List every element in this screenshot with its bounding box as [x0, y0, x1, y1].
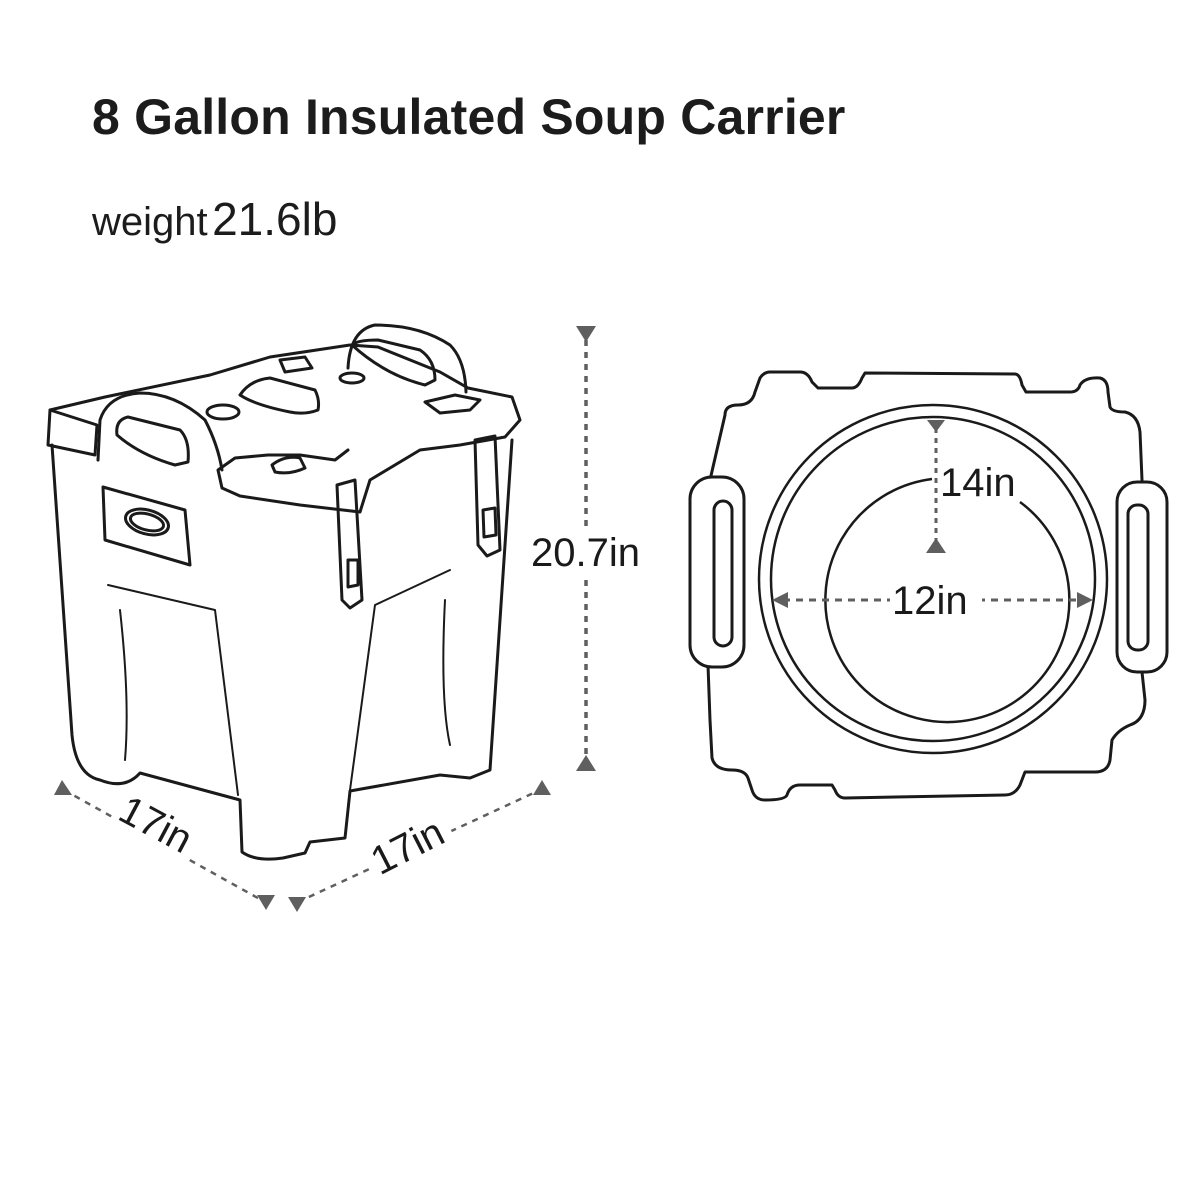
- carrier-lid: [48, 343, 522, 514]
- lid-front-slot: [270, 455, 307, 475]
- top-left-handle-slot: [712, 499, 734, 648]
- top-right-handle: [1115, 480, 1169, 674]
- arrow-down-icon: [288, 897, 306, 912]
- side-panel-right-edge: [442, 599, 451, 746]
- arrow-up-icon: [926, 538, 946, 553]
- arrow-left-icon: [54, 780, 72, 795]
- right-handle-grip: [350, 338, 437, 387]
- top-right-handle-slot: [1126, 503, 1150, 652]
- latch-left-clip: [346, 558, 360, 589]
- height-dimension: 20.7in: [528, 326, 666, 771]
- carrier-top-view: [688, 370, 1169, 802]
- right-handle: [346, 323, 468, 394]
- latch-right-clip: [481, 506, 498, 539]
- latch-left: [335, 478, 364, 610]
- inner-opening: [824, 477, 1071, 724]
- top-left-handle: [688, 475, 746, 669]
- carrier-side-view: [46, 323, 522, 861]
- arrow-down-icon: [257, 895, 275, 910]
- width-dimension: 17in: [288, 780, 551, 912]
- height-label: 20.7in: [531, 531, 640, 575]
- weight-value: 21.6lb: [212, 193, 338, 245]
- left-handle: [96, 391, 224, 472]
- top-view-outline: [706, 370, 1147, 802]
- front-logo: [124, 507, 170, 537]
- outer-rim: [757, 403, 1109, 755]
- lid-right-slot: [423, 393, 482, 415]
- arrow-left-icon: [772, 592, 788, 608]
- radius-label: 14in: [940, 461, 1016, 505]
- diameter-label: 12in: [892, 579, 968, 623]
- arrow-down-icon: [576, 326, 596, 342]
- front-label-plate: [101, 485, 192, 567]
- diameter-dimension: 12in: [772, 577, 1093, 623]
- weight-spec: weight 21.6lb: [92, 192, 337, 246]
- lid-pour-opening: [238, 376, 321, 415]
- side-panel-right: [349, 569, 451, 791]
- side-panel-left-edge: [119, 609, 128, 761]
- arrow-right-icon: [1077, 592, 1093, 608]
- latch-right: [473, 434, 502, 558]
- front-logo-inner: [128, 511, 166, 533]
- page-title: 8 Gallon Insulated Soup Carrier: [92, 89, 846, 145]
- lid-label-plate: [278, 355, 314, 374]
- lid-vent-1: [205, 403, 241, 421]
- inner-rim: [769, 415, 1097, 743]
- lid-rim-left: [46, 408, 99, 457]
- arrow-up-icon: [576, 755, 596, 771]
- lid-vent-2: [338, 371, 366, 385]
- carrier-body-outline: [50, 438, 514, 861]
- side-panel-left: [107, 584, 239, 796]
- arrow-right-icon: [533, 780, 551, 795]
- arrow-down-icon: [927, 420, 945, 432]
- left-handle-grip: [115, 415, 190, 467]
- weight-label: weight: [92, 200, 208, 244]
- radius-dimension: 14in: [926, 420, 1016, 553]
